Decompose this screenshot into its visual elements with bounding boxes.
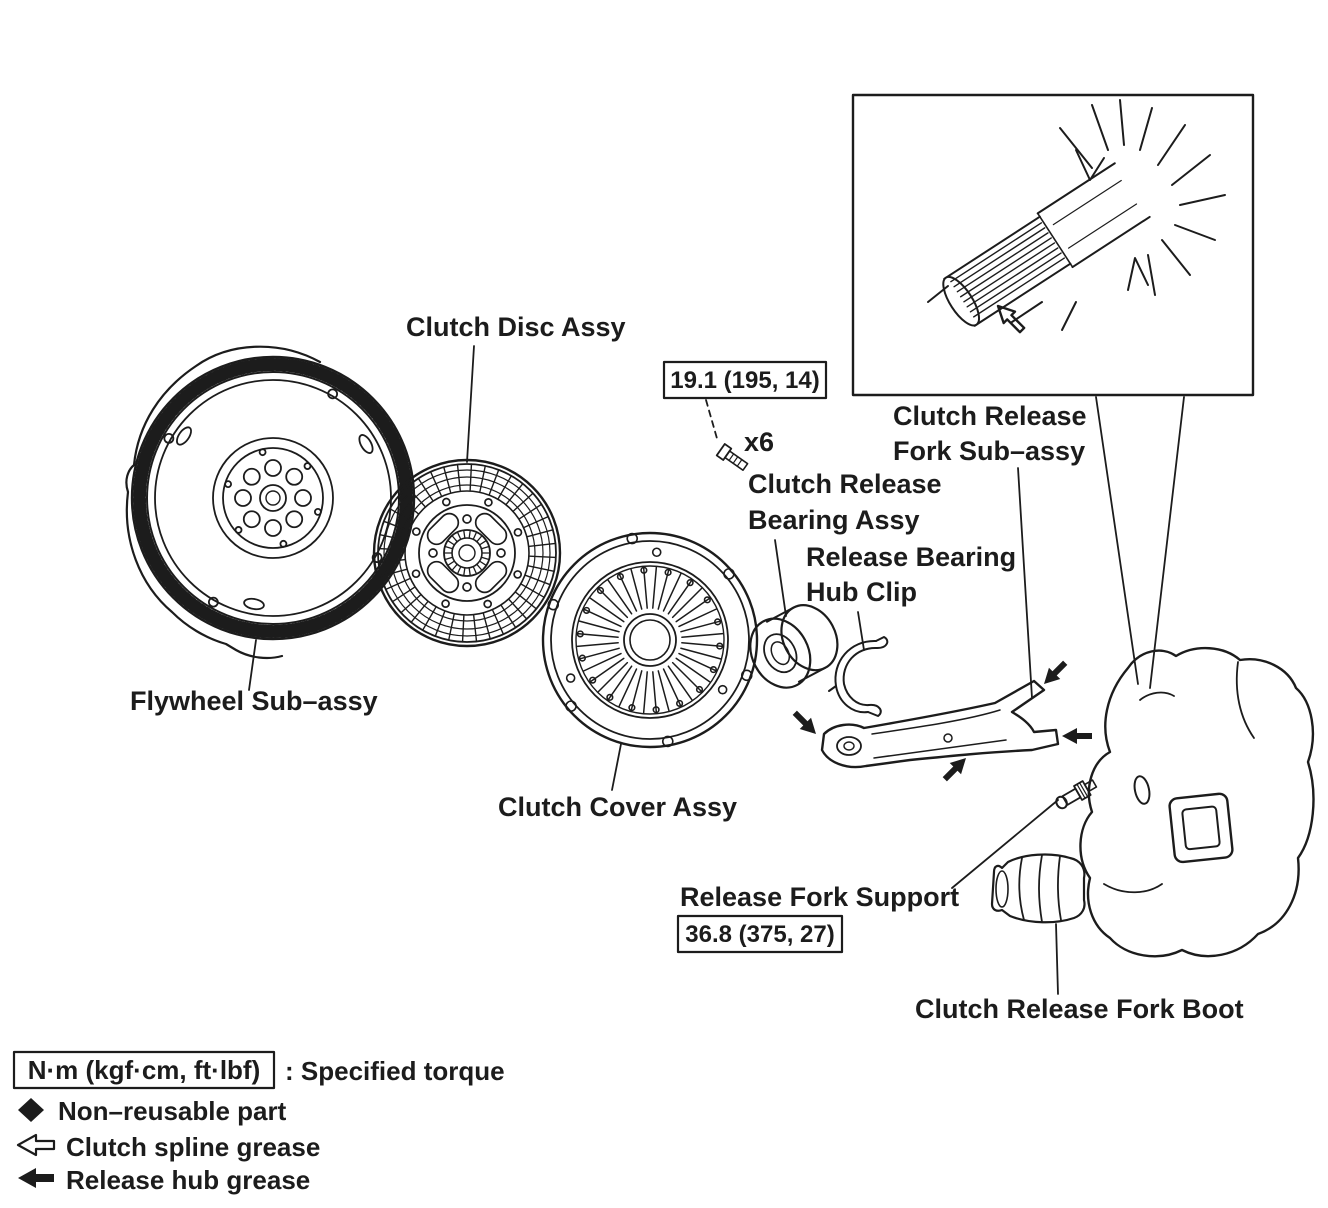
hub-grease-arrow-icon	[1062, 728, 1092, 744]
hub-grease-arrow-icon	[1044, 660, 1068, 684]
flywheel-drawing	[125, 345, 416, 660]
cover-bolt-leader-line	[705, 399, 719, 443]
label-clutch-disc: Clutch Disc Assy	[406, 312, 626, 342]
transmission-housing-drawing	[1079, 646, 1315, 958]
non-reusable-diamond-icon	[18, 1098, 44, 1122]
legend: N·m (kgf·cm, ft·lbf) : Specified torque …	[12, 1050, 505, 1195]
label-fork-boot: Clutch Release Fork Boot	[915, 994, 1244, 1024]
hub-clip-drawing	[828, 636, 889, 717]
housing-ribs-drawing	[927, 99, 1226, 331]
inset-box	[851, 93, 1255, 397]
torque-box-fork-support: 36.8 (375, 27)	[676, 914, 844, 954]
torque-fork-support-value: 36.8 (375, 27)	[685, 921, 834, 948]
label-release-bearing-line1: Clutch Release	[748, 469, 942, 499]
label-clutch-cover: Clutch Cover Assy	[498, 792, 737, 822]
spline-grease-legend-arrow-icon	[16, 1133, 56, 1157]
torque-box-cover-bolt: 19.1 (195, 14)	[662, 360, 828, 400]
release-fork-drawing	[820, 679, 1060, 769]
label-hub-clip-line1: Release Bearing	[806, 542, 1016, 572]
leader-lines	[248, 345, 1059, 995]
label-fork-support: Release Fork Support	[680, 882, 959, 912]
label-release-fork-line1: Clutch Release	[893, 401, 1087, 431]
clutch-cover-drawing	[541, 531, 759, 749]
legend-hub-grease: Release hub grease	[66, 1165, 310, 1195]
hub-grease-arrow-icon	[792, 710, 816, 734]
torque-cover-bolt-value: 19.1 (195, 14)	[670, 367, 819, 394]
clutch-disc-drawing	[372, 458, 562, 648]
label-hub-clip-line2: Hub Clip	[806, 577, 917, 607]
legend-torque-box	[12, 1050, 276, 1090]
label-release-fork-line2: Fork Sub–assy	[893, 436, 1085, 466]
legend-spline-grease: Clutch spline grease	[66, 1132, 320, 1162]
legend-torque-unit: N·m (kgf·cm, ft·lbf)	[28, 1055, 261, 1085]
hub-grease-arrows	[792, 660, 1092, 782]
input-shaft-drawing	[942, 162, 1151, 327]
label-bolt-count: x6	[744, 427, 774, 457]
legend-torque-meaning: : Specified torque	[285, 1056, 505, 1086]
inset-leader-lines	[1095, 396, 1185, 689]
legend-non-reusable: Non–reusable part	[58, 1096, 287, 1126]
release-bearing-drawing	[749, 604, 839, 689]
spline-grease-arrow-icon	[996, 304, 1026, 334]
hub-grease-arrow-icon	[942, 758, 966, 782]
housing-seal-drawing	[1168, 792, 1234, 864]
label-release-bearing-line2: Bearing Assy	[748, 505, 920, 535]
label-flywheel: Flywheel Sub–assy	[130, 686, 378, 716]
fork-boot-drawing	[990, 853, 1086, 924]
hub-grease-legend-arrow-icon	[18, 1168, 54, 1188]
cover-bolt-drawing	[715, 443, 749, 471]
fork-support-drawing	[1055, 779, 1098, 810]
